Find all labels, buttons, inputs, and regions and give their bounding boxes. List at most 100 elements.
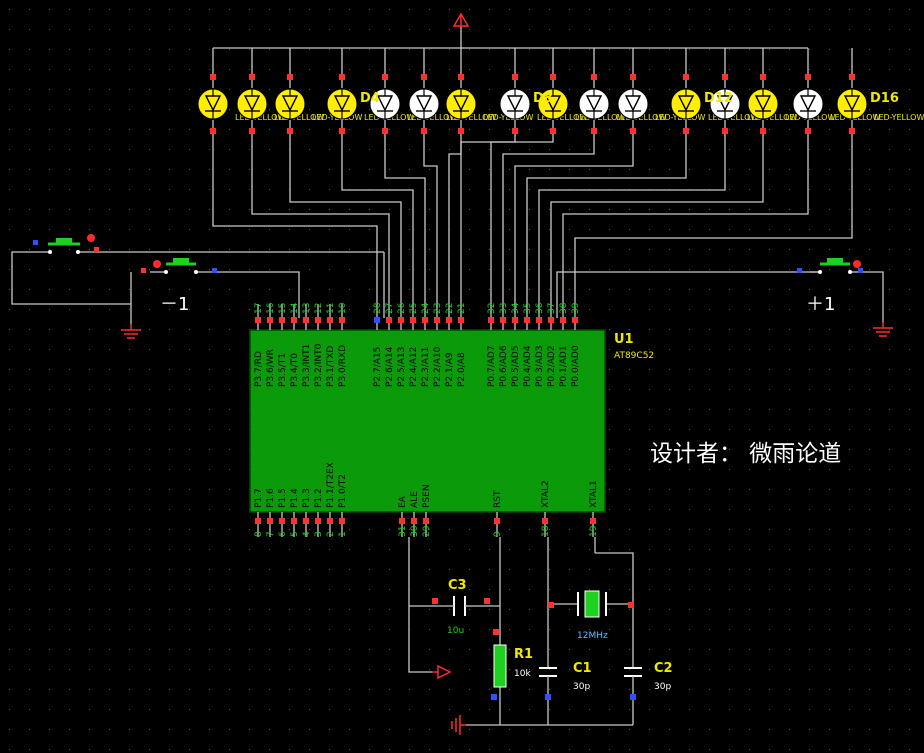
pin-label: P1.6 [266,488,276,508]
pin-number: 29 [422,525,432,537]
chip-pin-7[interactable]: 7P1.6 [266,488,276,537]
capacitor-c1[interactable] [539,667,557,700]
pin-label: EA [398,495,408,508]
pin-label: P3.4/T0 [290,353,300,387]
pin-number: 9 [493,531,503,537]
led-5[interactable]: LED-YELLOW [369,74,457,134]
pin-label: P1.0/T2 [338,474,348,508]
chip-pin-4[interactable]: 4P1.3 [302,488,312,537]
minus-button-a[interactable] [33,234,99,254]
mcu-chip[interactable]: U1 AT89C52 [249,329,654,513]
led-2[interactable]: LED-YELLOW [236,74,324,134]
ground-left [121,324,141,339]
resistor-r1[interactable] [491,629,507,700]
pin-label: ALE [410,491,420,508]
minus-button-label: －1 [160,294,189,315]
c2-value: 30p [654,682,671,692]
ground-bottom [451,715,466,735]
chip-pin-6[interactable]: 6P1.5 [278,488,288,537]
pin-number: 13 [302,303,312,314]
capacitor-c2[interactable] [624,667,642,700]
led-8[interactable]: LED-YELLOW [499,74,587,134]
pin-number: 35 [523,303,533,314]
chip-pins: 17P3.7/RD16P3.6/WR15P3.5/T114P3.4/T013P3… [254,302,599,537]
plus-button-label: ＋1 [806,294,835,315]
pin-number: 39 [571,302,581,314]
led-13[interactable]: LED-YELLOW [709,74,797,134]
pin-number: 2 [326,531,336,537]
chip-pin-8[interactable]: 8P1.7 [254,488,264,537]
pin-label: PSEN [422,484,432,508]
pin-number: 4 [302,531,312,537]
led-6[interactable]: LED-YELLOW [408,74,496,134]
led-1[interactable]: LED-YELLOW [197,74,285,134]
plus-button[interactable] [797,258,863,274]
pin-number: 16 [266,302,276,314]
pin-label: P3.5/T1 [278,353,288,387]
pin-label: P3.1/TXD [326,346,336,387]
designer-credit: 设计者： 微雨论道 [650,441,841,467]
pin-label: P3.0/RXD [338,345,348,387]
r1-ref: R1 [514,647,533,662]
pin-number: 5 [290,531,300,537]
chip-pin-29[interactable]: 29 PSEN [422,484,432,537]
capacitor-c3[interactable] [432,596,490,616]
minus-button-b[interactable] [141,258,217,274]
pin-label: P1.7 [254,488,264,508]
crystal[interactable] [548,590,634,618]
pin-label: P1.4 [290,488,300,508]
pin-label: P2.7/A15 [373,347,383,387]
led-11[interactable]: LED-YELLOW [617,74,705,134]
led-label-D4: D4 [360,91,380,106]
pin-label: P0.3/AD3 [535,345,545,387]
chip-pin-2[interactable]: 2P1.1/T2EX [326,462,336,537]
led-10[interactable]: LED-YELLOW [578,74,666,134]
chip-pin-3[interactable]: 3P1.2 [314,488,324,537]
pin-number: 10 [338,302,348,314]
pin-number: 28 [373,302,383,314]
chip-pin-9[interactable]: 9 RST [493,490,503,537]
led-16[interactable]: LED-YELLOW [836,74,924,134]
led-type: LED-YELLOW [747,113,797,122]
pin-label: XTAL1 [589,480,599,508]
pin-label: P3.2/INT0 [314,343,324,387]
pin-number: 36 [535,302,545,314]
pin-number: 22 [445,303,455,314]
led-12[interactable]: LED-YELLOW [670,74,758,134]
pin-number: 32 [487,303,497,314]
chip-body[interactable] [249,329,606,513]
chip-pin-1[interactable]: 1P1.0/T2 [338,474,348,537]
chip-pin-5[interactable]: 5 P1.4 [290,488,300,537]
pin-label: RST [493,490,503,508]
led-label-D12: D12 [704,91,733,106]
pin-label: P1.5 [278,488,288,508]
